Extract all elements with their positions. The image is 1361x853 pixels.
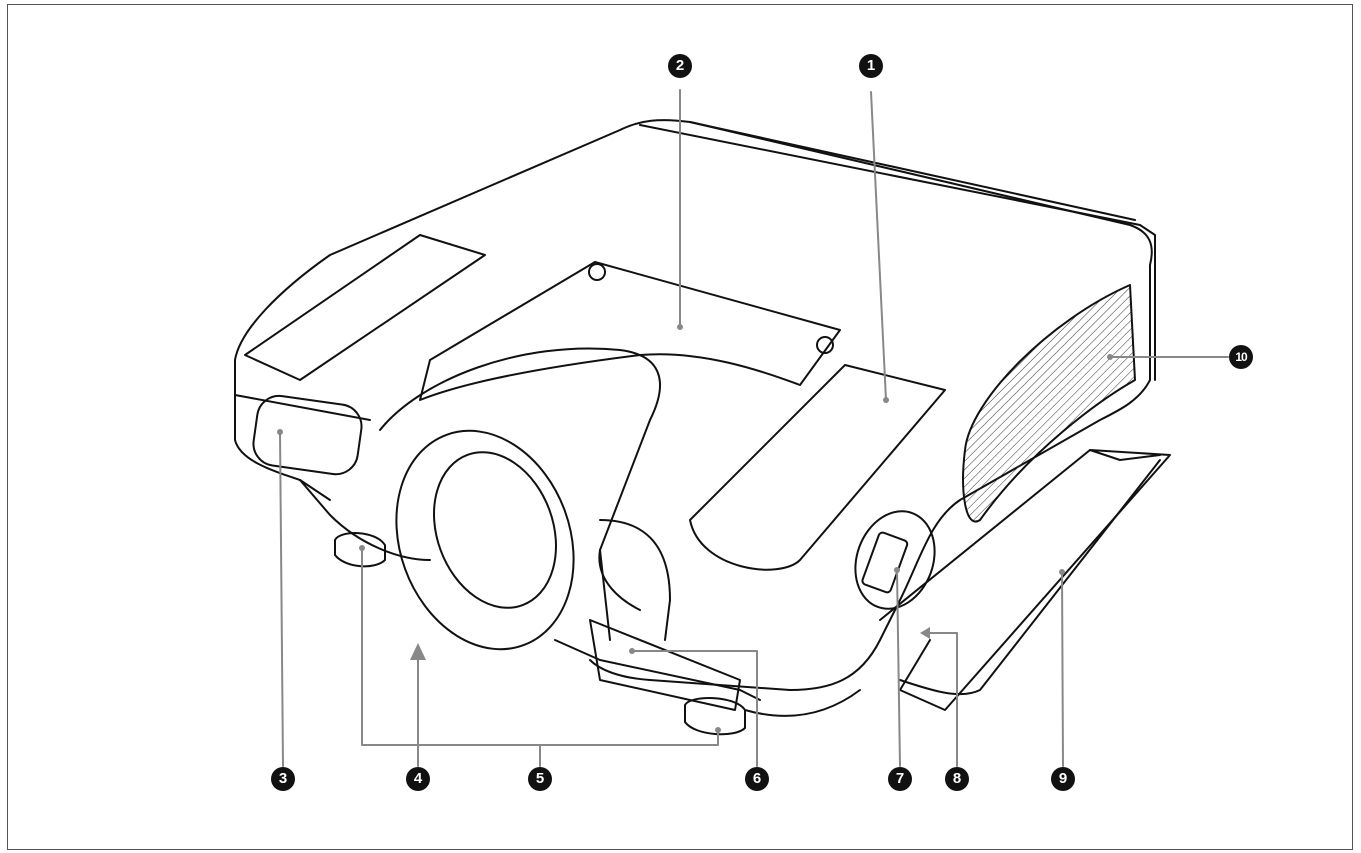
callout-2: 2 [668, 54, 692, 78]
side-vent [962, 284, 1136, 523]
callout-1: 1 [859, 54, 883, 78]
carry-handle [879, 449, 1171, 711]
lens-outer [395, 429, 575, 651]
callout-6: 6 [745, 767, 769, 791]
right-foot [684, 697, 746, 736]
zoom-lever [861, 531, 909, 594]
callout-4: 4 [406, 767, 430, 791]
lens-inner [433, 451, 557, 609]
lamp-cover [419, 261, 841, 401]
callout-7: 7 [888, 767, 912, 791]
callout-10: 10 [1229, 345, 1253, 369]
left-foot [334, 532, 386, 568]
callout-8: 8 [945, 767, 969, 791]
body-outline [234, 119, 1153, 691]
callout-9: 9 [1051, 767, 1075, 791]
callout-3: 3 [271, 767, 295, 791]
callout-5: 5 [528, 767, 552, 791]
front-ir-window [252, 394, 363, 476]
control-panel [689, 364, 946, 571]
